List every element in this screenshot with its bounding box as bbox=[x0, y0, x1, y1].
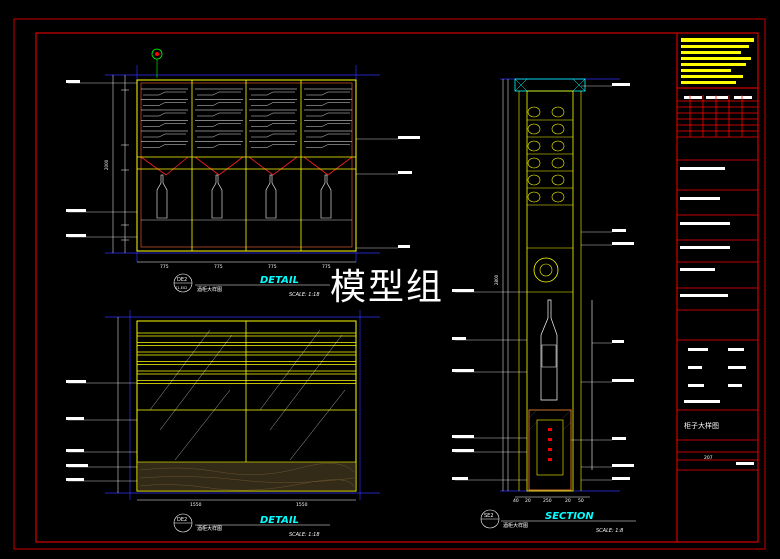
svg-text:SCALE: 1:18: SCALE: 1:18 bbox=[289, 292, 320, 298]
svg-text:1550: 1550 bbox=[296, 502, 308, 508]
svg-text:775: 775 bbox=[322, 264, 331, 270]
title-block: 柜子大样图 207 bbox=[676, 33, 758, 542]
svg-text:DETAIL: DETAIL bbox=[260, 515, 299, 526]
svg-text:2800: 2800 bbox=[494, 274, 499, 285]
svg-text:775: 775 bbox=[160, 264, 169, 270]
svg-text:SCALE: 1:18: SCALE: 1:18 bbox=[289, 532, 320, 538]
svg-text:775: 775 bbox=[268, 264, 277, 270]
section-view: 2800 bbox=[452, 78, 636, 534]
svg-text:2000: 2000 bbox=[104, 159, 109, 170]
view-header-1: DETAIL bbox=[260, 275, 299, 286]
elevation-bottom: 1550 1550 DE2 酒柜大样图 DETAIL SCALE: 1:18 bbox=[66, 310, 380, 538]
svg-text:酒柜大样图: 酒柜大样图 bbox=[503, 522, 528, 529]
drawing-name: 柜子大样图 bbox=[684, 421, 719, 430]
svg-text:250: 250 bbox=[543, 498, 552, 504]
svg-text:酒柜大样图: 酒柜大样图 bbox=[197, 286, 222, 293]
cabinet-outline bbox=[136, 79, 357, 252]
svg-text:20: 20 bbox=[565, 498, 571, 504]
elevation-top: 2000 775 775 775 775 DE2 S1-E02 酒柜大样图 bbox=[66, 48, 420, 298]
inner-frame bbox=[35, 32, 759, 543]
outer-frame bbox=[13, 18, 766, 550]
watermark: 模型组 bbox=[330, 267, 445, 308]
svg-text:20: 20 bbox=[525, 498, 531, 504]
svg-text:SECTION: SECTION bbox=[545, 511, 594, 522]
svg-text:50: 50 bbox=[578, 498, 584, 504]
svg-text:DE2: DE2 bbox=[177, 277, 187, 283]
svg-text:SCALE: 1:8: SCALE: 1:8 bbox=[596, 528, 623, 534]
svg-text:SE2: SE2 bbox=[484, 513, 494, 519]
svg-text:775: 775 bbox=[214, 264, 223, 270]
svg-text:酒柜大样图: 酒柜大样图 bbox=[197, 525, 222, 532]
svg-text:DE2: DE2 bbox=[177, 517, 187, 523]
svg-text:S1-E02: S1-E02 bbox=[175, 286, 187, 290]
svg-text:40: 40 bbox=[513, 498, 519, 504]
sheet-no: 207 bbox=[704, 455, 713, 461]
svg-text:1550: 1550 bbox=[190, 502, 202, 508]
